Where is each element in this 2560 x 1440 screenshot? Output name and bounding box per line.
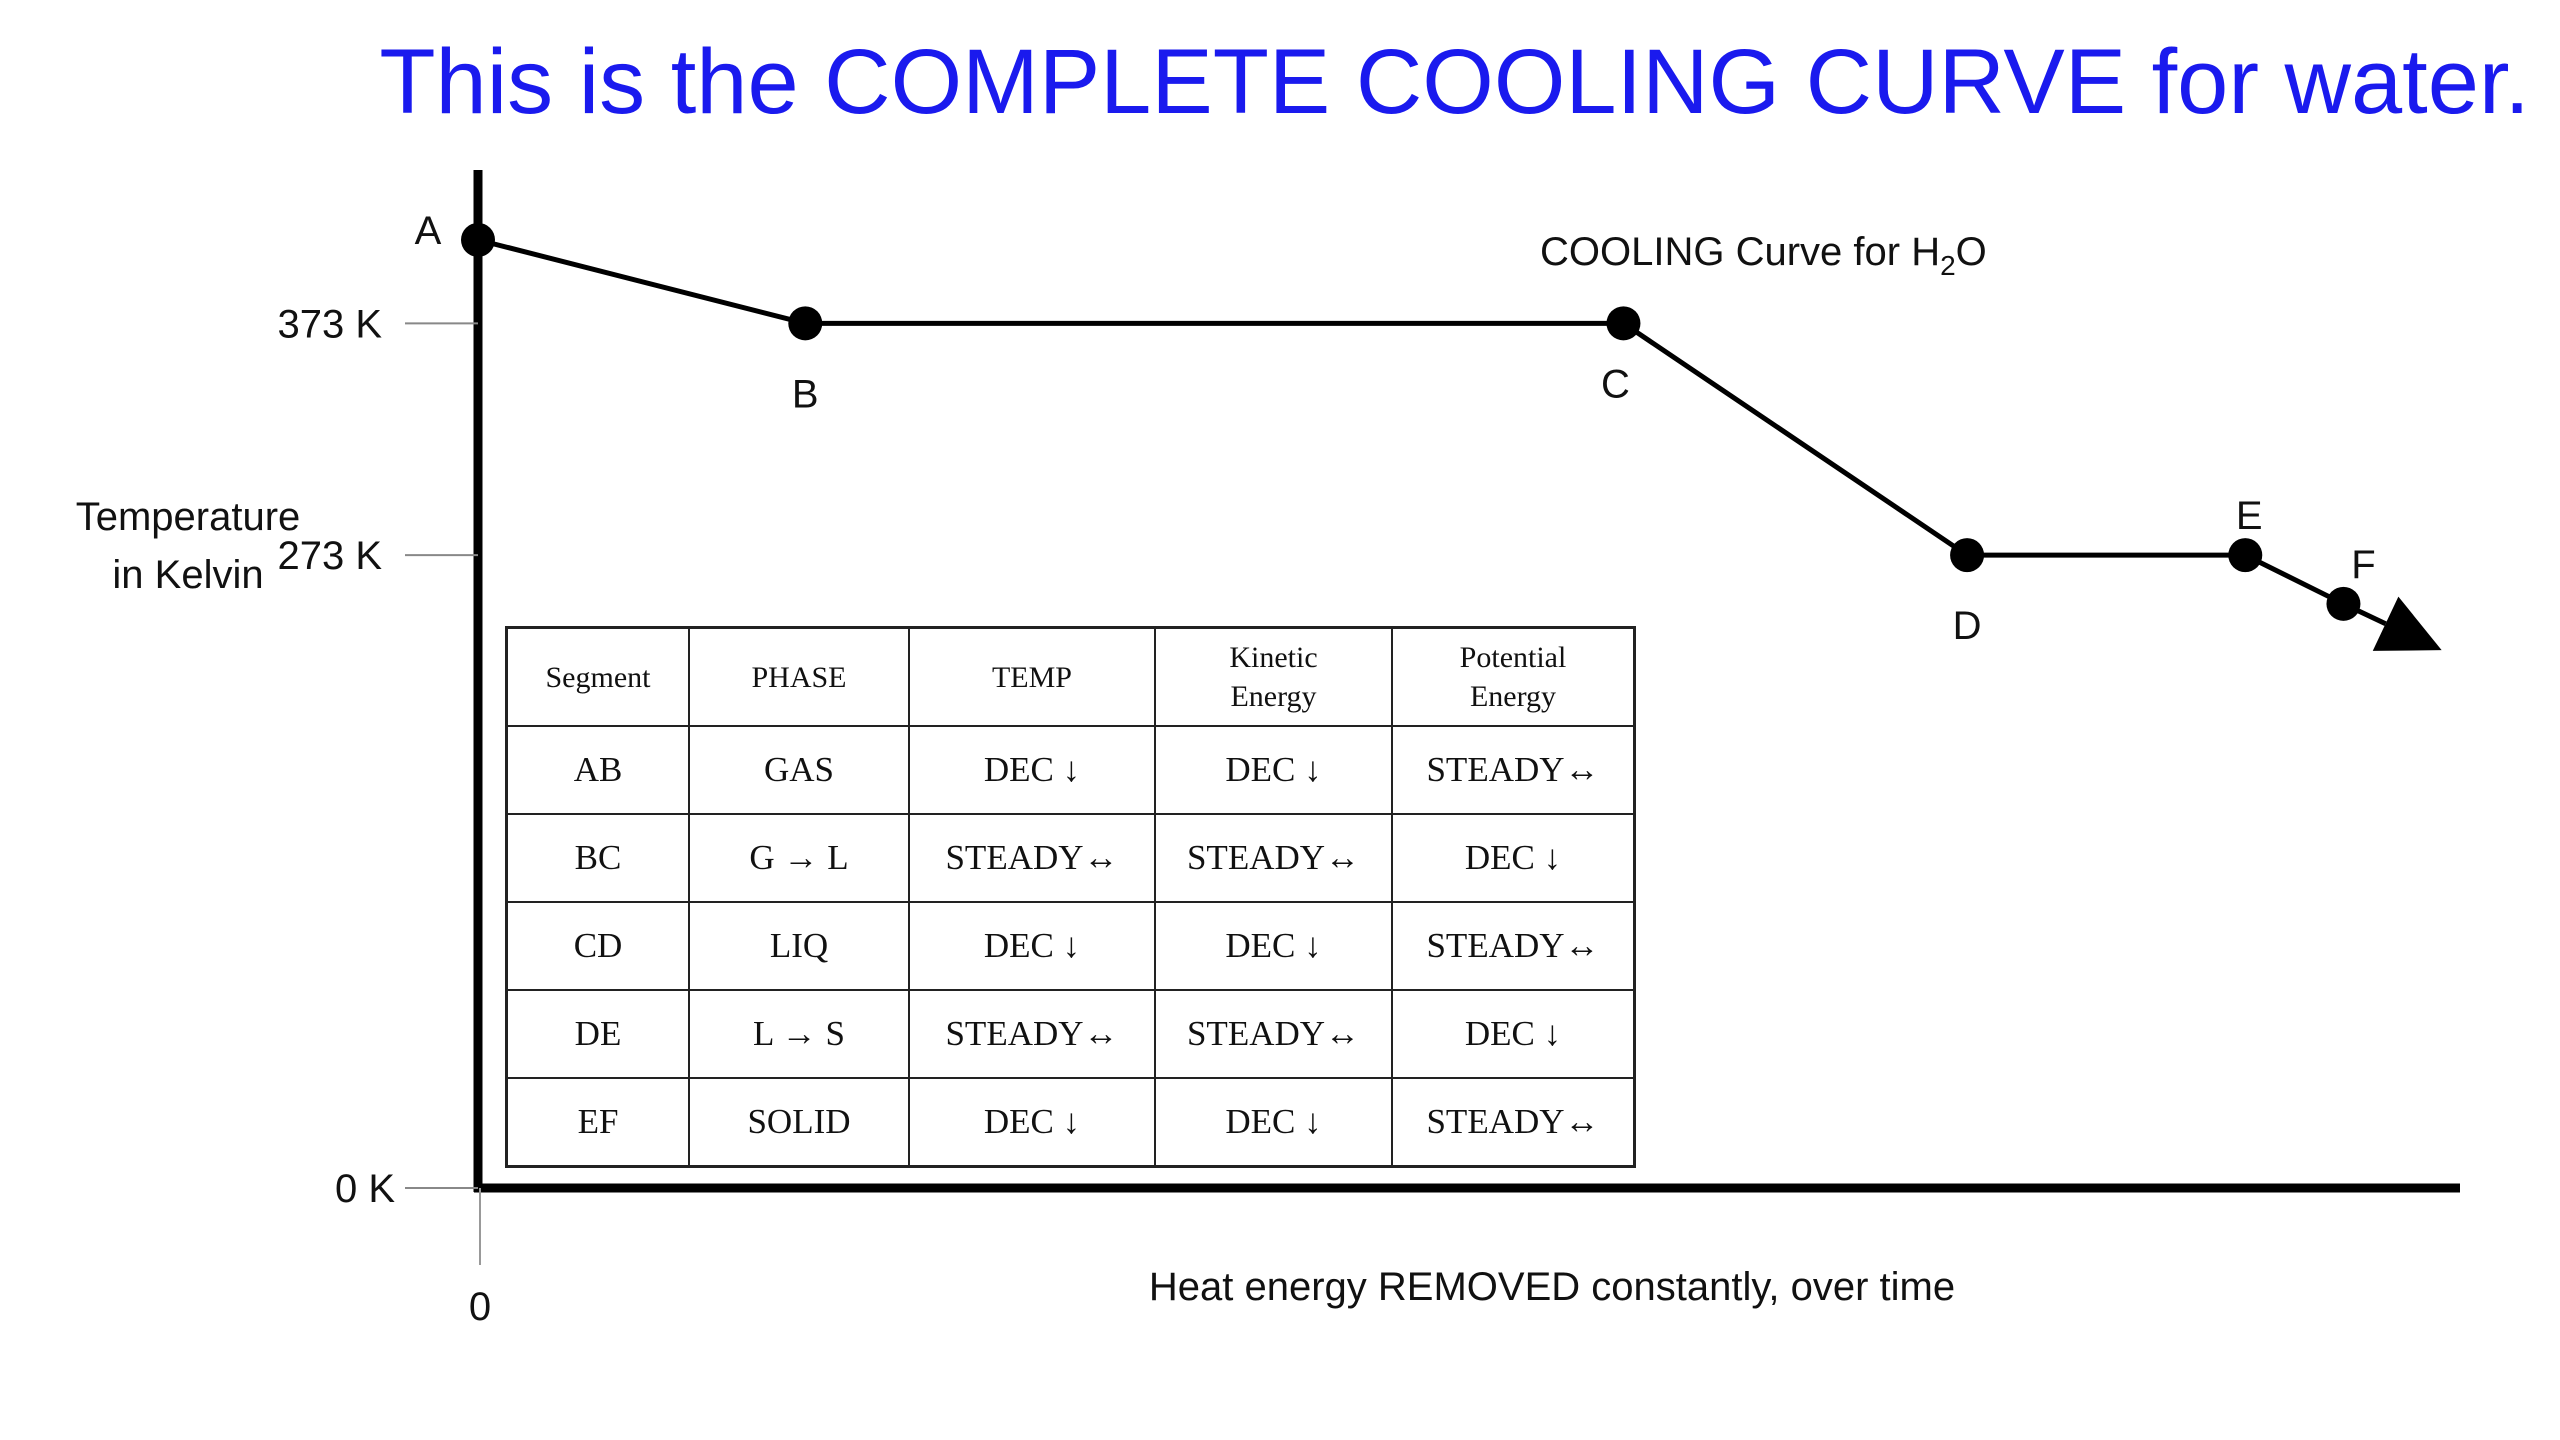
table-header-text: Energy xyxy=(1230,680,1317,713)
y-tick-label: 0 K xyxy=(335,1167,395,1211)
chart-markers xyxy=(461,222,2361,621)
table-cell: GAS xyxy=(688,725,910,815)
table-cell: STEADY↔ xyxy=(1391,1077,1636,1168)
y-tick-label: 273 K xyxy=(277,534,382,578)
table-cell: DEC ↓ xyxy=(1154,1077,1393,1168)
chart-axes xyxy=(473,170,2460,1265)
curve-arrow-head xyxy=(2372,596,2442,651)
point-label-a: A xyxy=(415,209,442,253)
table-cell: EF xyxy=(505,1077,690,1168)
point-marker-e xyxy=(2228,538,2263,573)
point-marker-a xyxy=(461,222,495,257)
point-label-c: C xyxy=(1601,362,1630,406)
table-header-text: Energy xyxy=(1469,680,1557,713)
table-cell: DEC ↓ xyxy=(1391,989,1636,1079)
table-header-text: PHASE xyxy=(751,660,847,694)
table-cell: LIQ xyxy=(688,901,910,991)
table-header-text: Kinetic xyxy=(1229,641,1318,674)
chart-curve xyxy=(477,237,2442,651)
point-label-d: D xyxy=(1953,604,1982,648)
table-header-cell: TEMP xyxy=(908,626,1156,727)
point-marker-f xyxy=(2326,586,2361,621)
table-cell: DEC ↓ xyxy=(908,1077,1156,1168)
table-cell: DEC ↓ xyxy=(908,901,1156,991)
table-header-cell: PHASE xyxy=(688,626,910,727)
chart-title-main: COOLING Curve for H xyxy=(1540,230,1940,274)
table-cell: DEC ↓ xyxy=(908,725,1156,815)
point-marker-b xyxy=(788,306,823,341)
chart-title-subscript: 2 xyxy=(1940,250,1956,281)
table-header-text: Potential xyxy=(1459,641,1567,674)
table-cell: STEADY↔ xyxy=(1391,901,1636,991)
table-cell: DEC ↓ xyxy=(1391,813,1636,903)
table-header-text: TEMP xyxy=(991,660,1072,694)
y-axis-label-line1: Temperature xyxy=(76,495,301,539)
chart-title: COOLING Curve for H2O xyxy=(1540,230,1987,281)
table-header-cell: Segment xyxy=(505,626,690,727)
point-label-f: F xyxy=(2351,543,2375,587)
chart-title-end: O xyxy=(1956,230,1987,274)
cooling-curve-line xyxy=(477,237,2345,607)
table-cell: STEADY↔ xyxy=(908,813,1156,903)
chart-ticks: 373 K 273 K 0 K xyxy=(277,302,478,1211)
table-cell: L → S xyxy=(688,989,910,1079)
table-cell: DE xyxy=(505,989,690,1079)
chart-labels: A B C D E F xyxy=(415,209,2376,648)
x-axis-label: Heat energy REMOVED constantly, over tim… xyxy=(1149,1265,1955,1309)
table-cell: DEC ↓ xyxy=(1154,725,1393,815)
table-cell: SOLID xyxy=(688,1077,910,1168)
x-origin-label: 0 xyxy=(469,1285,491,1329)
table-cell: STEADY↔ xyxy=(1154,813,1393,903)
table-cell: AB xyxy=(505,725,690,815)
table-cell: STEADY↔ xyxy=(908,989,1156,1079)
table-cell: G → L xyxy=(688,813,910,903)
point-label-b: B xyxy=(792,372,819,416)
point-marker-d xyxy=(1950,538,1985,573)
point-label-e: E xyxy=(2236,494,2263,538)
table-header-text: Segment xyxy=(545,660,651,694)
table-cell: BC xyxy=(505,813,690,903)
slide-title: This is the COMPLETE COOLING CURVE for w… xyxy=(379,31,2530,133)
y-tick-label: 373 K xyxy=(277,302,382,346)
table-cell: DEC ↓ xyxy=(1154,901,1393,991)
point-marker-c xyxy=(1606,306,1641,341)
table-cell: CD xyxy=(505,901,690,991)
table-cell: STEADY↔ xyxy=(1391,725,1636,815)
table-cell: STEADY↔ xyxy=(1154,989,1393,1079)
y-axis-label-line2: in Kelvin xyxy=(112,553,263,597)
